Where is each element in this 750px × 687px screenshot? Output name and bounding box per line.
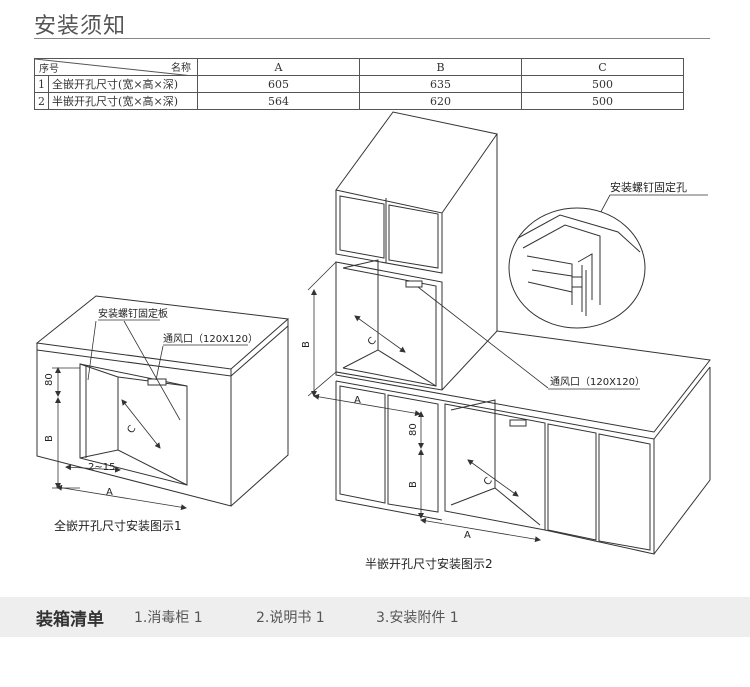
row-value-c: 500 — [521, 75, 684, 93]
diagram1-dim-c: C — [125, 424, 138, 436]
diagram1-dim-b: B — [44, 435, 55, 442]
diagram2-caption: 半嵌开孔尺寸安装图示2 — [365, 557, 493, 571]
diagram1-cabinet — [35, 295, 290, 507]
diagram1-plate-label: 安装螺钉固定板 — [98, 307, 168, 320]
diagram2-dim-b-upper: B — [301, 341, 312, 348]
row-index: 2 — [33, 92, 50, 110]
diagram2-zoom-detail — [508, 207, 646, 329]
spec-table: 名称 序号 A B C 1 全嵌开孔尺寸(宽×高×深) 605 635 500 … — [33, 58, 684, 110]
diagram1-dim-a: A — [106, 487, 113, 498]
packing-item: 2.说明书 1 — [256, 610, 325, 626]
installation-drawings: 安装螺钉固定板 通风口（120X120） 80 B C 2~15 A — [35, 111, 711, 555]
row-value-b: 620 — [359, 92, 522, 110]
row-name: 全嵌开孔尺寸(宽×高×深) — [48, 75, 198, 93]
diagram2-counter — [335, 330, 711, 555]
diagonal-line — [35, 59, 193, 76]
diagram2-dim-c-lower: C — [482, 475, 495, 487]
diagram1-caption: 全嵌开孔尺寸安装图示1 — [54, 519, 182, 533]
diagram2-dim-80: 80 — [408, 423, 419, 436]
diagram2-tall-cabinet — [335, 111, 498, 393]
title-divider — [34, 38, 710, 39]
spec-table-header-row: 名称 序号 A B C — [34, 58, 684, 76]
diagram1-dimensions — [52, 320, 187, 511]
header-name-label: 名称 — [171, 63, 191, 74]
header-seq-label: 序号 — [39, 64, 59, 75]
table-row: 1 全嵌开孔尺寸(宽×高×深) 605 635 500 — [33, 75, 684, 93]
diagram2-dimensions — [307, 194, 611, 543]
table-row: 2 半嵌开孔尺寸(宽×高×深) 564 620 500 — [33, 92, 684, 110]
row-value-a: 564 — [197, 92, 360, 110]
diagram2-dim-a-lower: A — [464, 530, 471, 541]
diagram1-dim-80: 80 — [44, 373, 55, 386]
page-title: 安装须知 — [34, 14, 127, 39]
row-name: 半嵌开孔尺寸(宽×高×深) — [48, 92, 198, 110]
diagram2-dim-a-upper: A — [354, 395, 361, 406]
diagram2-dim-c-upper: C — [366, 335, 379, 347]
diagram1-dim-2-15: 2~15 — [88, 462, 115, 473]
spec-table-corner-cell: 名称 序号 — [34, 58, 198, 76]
diagram2-dim-b-lower: B — [408, 481, 419, 488]
packing-list-bar: 装箱清单 1.消毒柜 1 2.说明书 1 3.安装附件 1 — [0, 597, 750, 637]
packing-item: 1.消毒柜 1 — [134, 610, 203, 626]
packing-item: 3.安装附件 1 — [376, 610, 459, 626]
diagram1-vent-label: 通风口（120X120） — [163, 333, 258, 345]
packing-list-title: 装箱清单 — [36, 610, 104, 630]
diagram2-vent-label: 通风口（120X120） — [550, 376, 645, 388]
row-value-c: 500 — [521, 92, 684, 110]
diagram2-screw-hole-label: 安装螺钉固定孔 — [610, 180, 687, 194]
